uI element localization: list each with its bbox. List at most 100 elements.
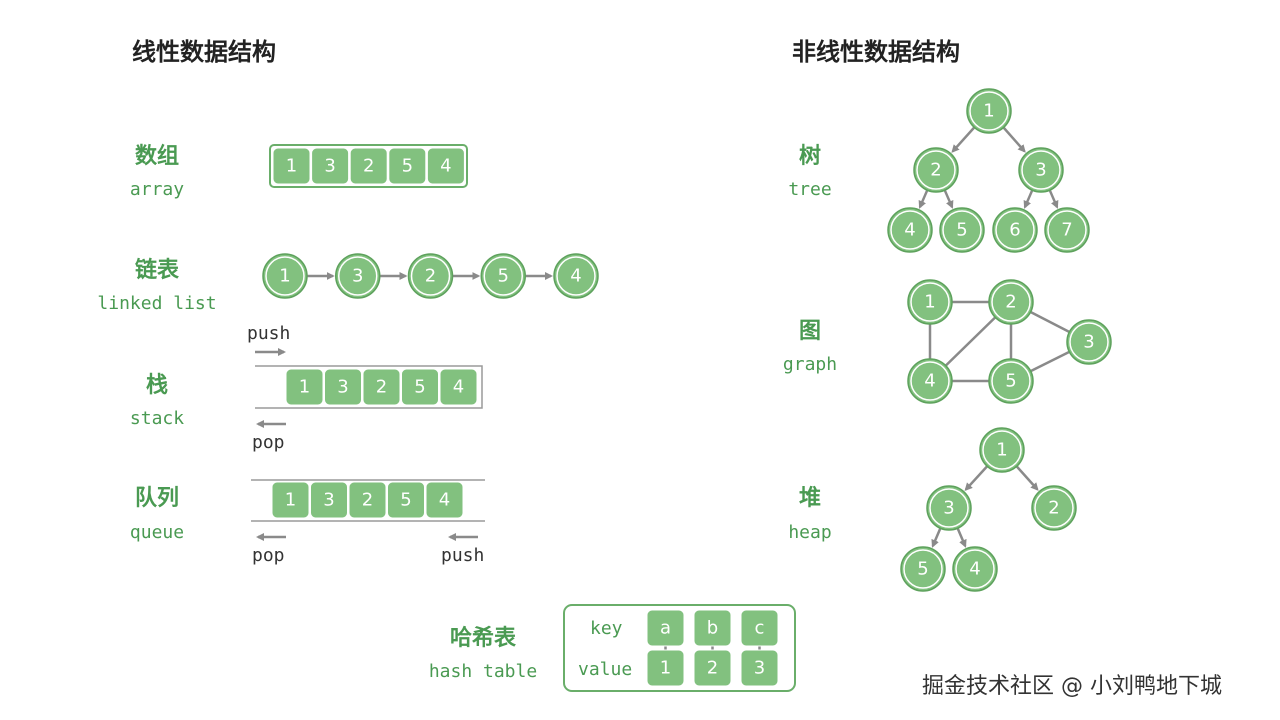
tree-node-value: 6 <box>1009 220 1020 241</box>
tree-en-label: tree <box>788 179 831 200</box>
array-cell: 2 <box>349 147 388 185</box>
array-cell-box <box>426 147 465 185</box>
graph-node-circle <box>988 358 1034 404</box>
heap-node: 5 <box>900 546 946 592</box>
graph-node-circle <box>988 279 1034 325</box>
stack-cell: 5 <box>401 368 439 406</box>
stack-cell-box <box>362 368 401 406</box>
graph-edge <box>1030 310 1070 334</box>
graph-edge <box>1030 350 1070 373</box>
heap-nodes: 1 3 2 5 4 <box>900 427 1077 592</box>
tree-node-ring <box>969 91 1009 131</box>
hash-value-cell: 1 <box>646 649 685 687</box>
hash-value-cell-box <box>693 649 732 687</box>
array-zh-label: 数组 <box>135 143 179 169</box>
tree-node: 5 <box>939 207 985 253</box>
heap-node-circle <box>952 546 998 592</box>
array-cell-value: 4 <box>440 156 451 177</box>
linked-list-node: 3 <box>335 253 381 299</box>
stack-cell-value: 1 <box>299 377 310 398</box>
stack-cell-value: 5 <box>414 377 425 398</box>
hash-value-cell-value: 3 <box>754 658 765 679</box>
queue-en-label: queue <box>130 522 184 543</box>
linked-list-node-value: 4 <box>570 266 581 287</box>
heap-node-value: 1 <box>996 440 1007 461</box>
queue-push-label: push <box>441 545 484 566</box>
hash-key-cell-box <box>740 609 779 647</box>
tree-edge <box>951 126 976 153</box>
heap-en-label: heap <box>788 522 831 543</box>
tree-node-ring <box>942 210 982 250</box>
linked-list-node-circle <box>407 253 454 299</box>
tree-edge <box>1023 189 1034 209</box>
heap-edge <box>931 527 942 548</box>
graph-node-ring <box>910 282 950 322</box>
tree-node: 1 <box>966 88 1012 134</box>
heap-node-ring <box>1034 488 1074 528</box>
stack-cell: 2 <box>362 368 401 406</box>
watermark: 掘金技术社区 @ 小刘鸭地下城 <box>922 674 1222 699</box>
linked-list-node: 5 <box>480 253 526 299</box>
hash-value-cell-value: 1 <box>660 658 671 679</box>
linked-list-node-ring <box>265 256 305 296</box>
nonlinear-section-title: 非线性数据结构 <box>792 38 960 66</box>
array-cell-box <box>311 147 350 185</box>
hash-key-cell: a <box>646 609 685 647</box>
linear-section-title: 线性数据结构 <box>132 38 276 66</box>
tree-edge <box>1002 126 1026 153</box>
tree-zh-label: 树 <box>799 143 821 169</box>
tree-node-value: 2 <box>930 160 941 181</box>
linked-list-node-circle <box>553 253 599 299</box>
graph-node: 3 <box>1066 319 1112 365</box>
heap-node-circle <box>900 546 946 592</box>
heap-zh-label: 堆 <box>799 486 821 511</box>
stack-cell: 3 <box>324 368 362 406</box>
graph-node-circle <box>907 279 953 325</box>
tree-node-value: 4 <box>904 220 915 241</box>
heap-node-value: 2 <box>1048 498 1059 519</box>
hash-key-label: key <box>590 618 623 639</box>
tree-node-ring <box>890 210 930 250</box>
queue-cell-value: 1 <box>285 490 296 511</box>
heap-node: 3 <box>926 485 972 531</box>
graph-edges <box>928 300 1070 383</box>
tree-node-circle <box>913 147 959 193</box>
heap-node-value: 4 <box>969 559 980 580</box>
queue-cell-box <box>387 481 425 519</box>
queue-cell: 2 <box>348 481 387 519</box>
stack-zh-label: 栈 <box>146 373 168 398</box>
tree-node-ring <box>995 210 1035 250</box>
graph-node: 5 <box>988 358 1034 404</box>
graph-zh-label: 图 <box>799 319 821 344</box>
queue-cell: 5 <box>387 481 425 519</box>
graph-edge <box>944 316 997 367</box>
graph-node-value: 1 <box>924 292 935 313</box>
heap-node-ring <box>929 488 969 528</box>
stack-cell-box <box>285 368 324 406</box>
hash-value-cell: 2 <box>693 649 732 687</box>
hash-value-label: value <box>578 659 632 680</box>
graph-node: 1 <box>907 279 953 325</box>
stack-cell: 1 <box>285 368 324 406</box>
hash-key-cell-value: a <box>660 618 671 639</box>
stack-cell-value: 4 <box>453 377 464 398</box>
queue-cell-value: 3 <box>323 490 334 511</box>
linked-list-node-value: 5 <box>498 266 509 287</box>
linked-list-node-circle <box>262 253 308 299</box>
stack-container <box>255 365 483 409</box>
tree-node-circle <box>1044 207 1090 253</box>
tree-node-ring <box>916 150 956 190</box>
heap-node-value: 5 <box>917 559 928 580</box>
graph-node-value: 3 <box>1083 332 1094 353</box>
heap-node-ring <box>903 549 943 589</box>
graph-node-ring <box>1069 322 1109 362</box>
hash-value-cell-box <box>740 649 779 687</box>
heap-node-circle <box>926 485 972 531</box>
tree-edge <box>1048 189 1059 209</box>
tree-node-ring <box>1047 210 1087 250</box>
